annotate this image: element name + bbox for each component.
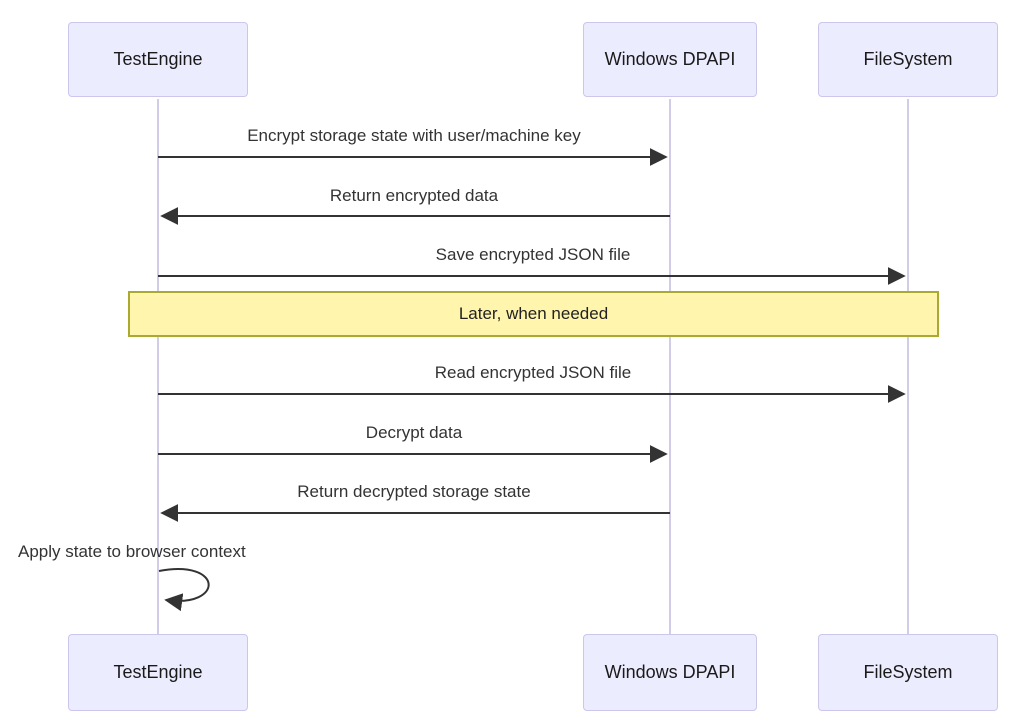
- message-label-return-decrypted-storage-state: Return decrypted storage state: [297, 482, 531, 501]
- message-label-encrypt-storage-state: Encrypt storage state with user/machine …: [247, 126, 581, 145]
- message-label-save-encrypted-json: Save encrypted JSON file: [435, 245, 631, 264]
- participant-label: FileSystem: [863, 662, 953, 682]
- participant-label: Windows DPAPI: [604, 662, 736, 682]
- participant-top-testengine: TestEngine: [68, 22, 248, 97]
- participant-bottom-filesystem: FileSystem: [818, 634, 998, 711]
- participant-label: TestEngine: [113, 662, 203, 682]
- note-later-when-needed: Later, when needed: [128, 291, 939, 337]
- message-label-decrypt-data: Decrypt data: [365, 423, 463, 442]
- participant-bottom-testengine: TestEngine: [68, 634, 248, 711]
- participant-bottom-windows-dpapi: Windows DPAPI: [583, 634, 757, 711]
- message-label-return-encrypted-data: Return encrypted data: [329, 186, 499, 205]
- participant-label: Windows DPAPI: [604, 49, 736, 69]
- participant-label: FileSystem: [863, 49, 953, 69]
- arrow-apply-state-self-loop: [158, 568, 210, 612]
- participant-label: TestEngine: [113, 49, 203, 69]
- message-label-apply-state-to-browser-context: Apply state to browser context: [18, 542, 246, 561]
- participant-top-filesystem: FileSystem: [818, 22, 998, 97]
- participant-top-windows-dpapi: Windows DPAPI: [583, 22, 757, 97]
- note-label: Later, when needed: [458, 304, 609, 323]
- message-label-read-encrypted-json: Read encrypted JSON file: [434, 363, 632, 382]
